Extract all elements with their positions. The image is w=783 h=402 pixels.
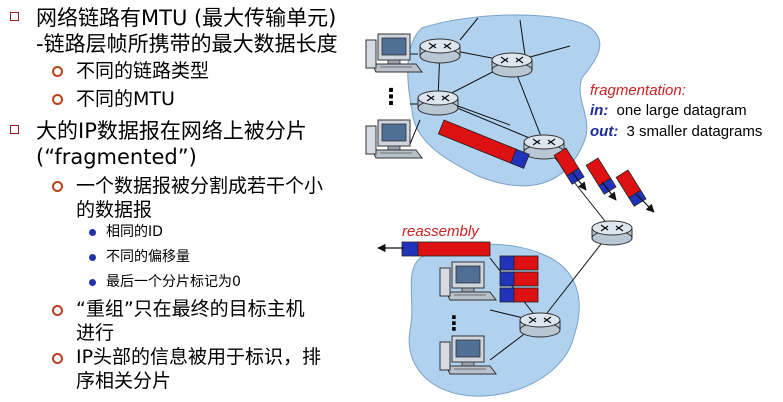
bullet-list: 网络链路有MTU (最大传输单元) -链路层帧所携带的最大数据长度 不同的链路类…: [0, 0, 372, 402]
in-text: one large datagram: [617, 102, 747, 119]
fragmentation-title: fragmentation:: [590, 82, 686, 99]
received-fragment: [499, 255, 539, 271]
ring-bullet-icon: [52, 305, 63, 316]
router-icon: [491, 52, 533, 78]
out-text: 3 smaller datagrams: [627, 123, 763, 140]
reassembled-datagram: [401, 241, 491, 257]
ring-bullet-icon: [52, 353, 63, 364]
sub-bullet-reassembly: “重组”只在最终的目标主机: [76, 298, 305, 320]
host-ellipsis: ⋮: [444, 311, 464, 335]
sub-bullet-split-continuation: 的数据报: [76, 199, 153, 221]
arrow-icon: [601, 181, 617, 201]
square-bullet-icon: [10, 125, 19, 134]
ring-bullet-icon: [52, 181, 63, 192]
fragment-datagram: [585, 157, 617, 195]
router-icon: [419, 38, 461, 64]
in-line: in: one large datagram: [590, 102, 747, 119]
reassembly-label: reassembly: [402, 223, 480, 240]
router-icon: [591, 220, 633, 246]
bullet-mtu-continuation: -链路层帧所携带的最大数据长度: [36, 32, 338, 56]
arrow-icon: [635, 193, 655, 213]
bullet-fragmentation-continuation: (“fragmented”): [36, 145, 197, 169]
ring-bullet-icon: [52, 94, 63, 105]
dot-bullet-icon: [89, 229, 96, 236]
sub-bullet-header-info: IP头部的信息被用于标识，排: [76, 346, 322, 368]
out-line: out: 3 smaller datagrams: [590, 123, 762, 140]
out-label: out:: [590, 123, 618, 140]
detail-last-fragment-flag: 最后一个分片标记为0: [106, 274, 241, 290]
received-fragment: [499, 271, 539, 287]
bullet-fragmentation: 大的IP数据报在网络上被分片: [36, 119, 307, 143]
sub-bullet-header-info-continuation: 序相关分片: [76, 370, 172, 392]
host-ellipsis: ⋮: [380, 85, 402, 110]
fragment-datagram: [615, 169, 647, 207]
detail-same-id: 相同的ID: [106, 224, 163, 240]
dot-bullet-icon: [89, 254, 96, 261]
arrow-icon: [571, 171, 587, 191]
sub-bullet-link-types: 不同的链路类型: [76, 60, 210, 82]
received-fragment: [499, 287, 539, 303]
host-computer-icon: [365, 119, 423, 159]
in-label: in:: [590, 102, 608, 119]
router-icon: [519, 312, 561, 338]
square-bullet-icon: [10, 12, 19, 21]
ring-bullet-icon: [52, 66, 63, 77]
detail-different-offset: 不同的偏移量: [106, 249, 190, 265]
sub-bullet-reassembly-continuation: 进行: [76, 322, 115, 344]
large-datagram: [437, 119, 530, 169]
dot-bullet-icon: [89, 279, 96, 286]
sub-bullet-different-mtu: 不同的MTU: [76, 88, 175, 110]
router-icon: [417, 90, 459, 116]
sub-bullet-split: 一个数据报被分割成若干个小: [76, 175, 324, 197]
bullet-mtu: 网络链路有MTU (最大传输单元): [36, 6, 337, 30]
